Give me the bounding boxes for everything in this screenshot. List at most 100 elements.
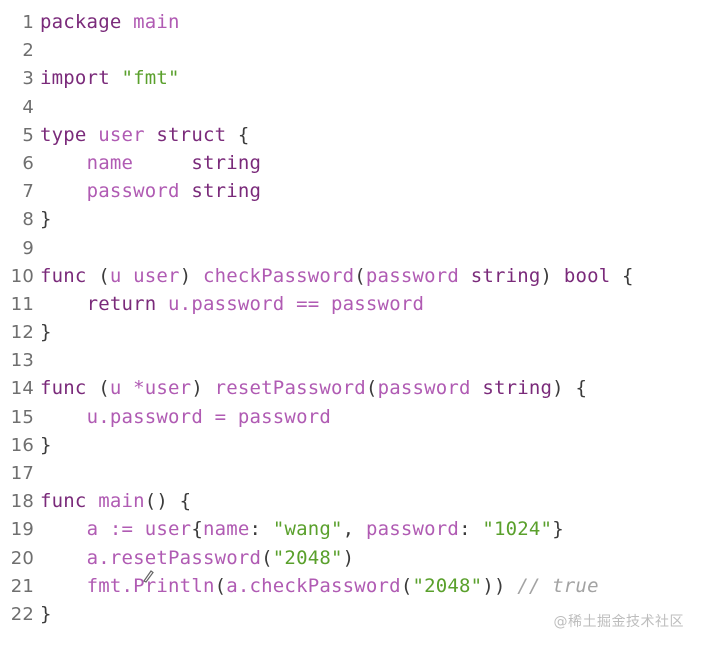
code-token: ) [179, 264, 203, 287]
line-number: 13 [10, 350, 34, 372]
line-number: 14 [10, 378, 34, 400]
code-token: ( [86, 264, 110, 287]
line-number: 15 [10, 406, 34, 428]
code-token: // true [517, 574, 599, 597]
code-token: name [202, 518, 250, 541]
code-token: type [40, 123, 87, 146]
line-number: 2 [22, 40, 34, 62]
code-token: func [40, 377, 87, 400]
code-token [226, 406, 238, 428]
code-text: } [40, 603, 52, 625]
code-token [471, 377, 483, 399]
code-token: user [133, 264, 180, 287]
code-token: := [109, 518, 134, 541]
code-line: 4 [0, 93, 702, 121]
code-token: ) [342, 546, 355, 569]
code-token: password [331, 292, 425, 315]
line-number: 7 [22, 181, 34, 203]
code-token: } [40, 321, 52, 344]
code-token: checkPassword [202, 264, 355, 287]
code-token: () { [144, 490, 192, 513]
line-number: 11 [10, 293, 34, 315]
code-text: name string [40, 152, 261, 174]
code-token: func [40, 490, 87, 513]
code-text: import "fmt" [40, 67, 180, 89]
code-token [133, 152, 191, 174]
code-token: func [40, 264, 87, 287]
line-number: 6 [22, 152, 34, 174]
code-token: } [40, 208, 52, 231]
line-number: 17 [10, 463, 34, 484]
code-token: } [552, 518, 564, 541]
code-token: password [365, 518, 460, 541]
line-number: 21 [10, 575, 34, 597]
code-text: a.resetPassword("2048") [40, 546, 355, 569]
code-token: { [226, 123, 250, 146]
code-token: ( [86, 377, 110, 400]
line-number: 16 [10, 434, 34, 456]
code-token: a [86, 518, 99, 541]
code-token [121, 265, 133, 287]
code-token: name [86, 151, 134, 174]
code-token: main [133, 11, 180, 33]
code-text: a := user{name: "wang", password: "1024"… [40, 518, 564, 540]
code-token: ( [365, 377, 378, 400]
code-token: ( [214, 574, 227, 597]
line-number: 9 [22, 237, 34, 259]
code-token [459, 265, 471, 287]
code-token: ) [540, 264, 564, 287]
code-token: "fmt" [121, 67, 180, 90]
code-token: } [40, 602, 52, 625]
code-token [40, 293, 87, 315]
code-token: ( [261, 546, 273, 569]
code-token: password [377, 377, 471, 400]
code-token: } [40, 433, 52, 456]
code-text: func main() { [40, 490, 191, 512]
code-token: ) [191, 377, 215, 400]
code-token: resetPassword [214, 377, 366, 400]
code-text: password string [40, 180, 261, 202]
code-token: = [214, 405, 227, 428]
code-token: a.resetPassword [86, 546, 262, 569]
code-token: )) [482, 574, 506, 597]
code-token: package [40, 11, 122, 33]
code-line: 17 [0, 459, 702, 487]
code-token [203, 406, 215, 428]
code-token [98, 518, 110, 540]
code-token: "1024" [482, 518, 553, 541]
code-token [87, 124, 99, 146]
code-line: 19 a := user{name: "wang", password: "10… [0, 515, 702, 543]
code-token [40, 406, 87, 428]
code-text: package main [40, 11, 180, 33]
code-token [40, 180, 87, 202]
code-line: 7 password string [0, 177, 702, 205]
code-token: password [365, 264, 460, 287]
code-token [180, 180, 192, 202]
code-token: u.password [86, 405, 203, 428]
code-token [40, 575, 87, 597]
line-number: 10 [10, 265, 34, 287]
line-number: 20 [10, 547, 34, 569]
code-token: ) { [552, 377, 588, 400]
code-token [156, 293, 168, 315]
code-text: func (u user) checkPassword(password str… [40, 265, 634, 287]
code-line: 9 [0, 234, 702, 262]
code-token: string [482, 377, 553, 400]
line-number: 18 [10, 491, 34, 513]
code-token: , [342, 518, 366, 541]
code-token: fmt.Println [86, 574, 215, 597]
code-text: u.password = password [40, 406, 331, 428]
code-token: bool [563, 264, 611, 287]
code-line: 8} [0, 205, 702, 233]
code-token: user [144, 518, 192, 541]
code-token: u [109, 264, 122, 287]
line-number: 5 [22, 124, 34, 146]
code-line: 2 [0, 36, 702, 64]
code-text: fmt.Println(a.checkPassword("2048")) // … [40, 575, 599, 597]
code-line: 16} [0, 431, 702, 459]
code-token [121, 11, 133, 33]
code-token [284, 293, 296, 315]
